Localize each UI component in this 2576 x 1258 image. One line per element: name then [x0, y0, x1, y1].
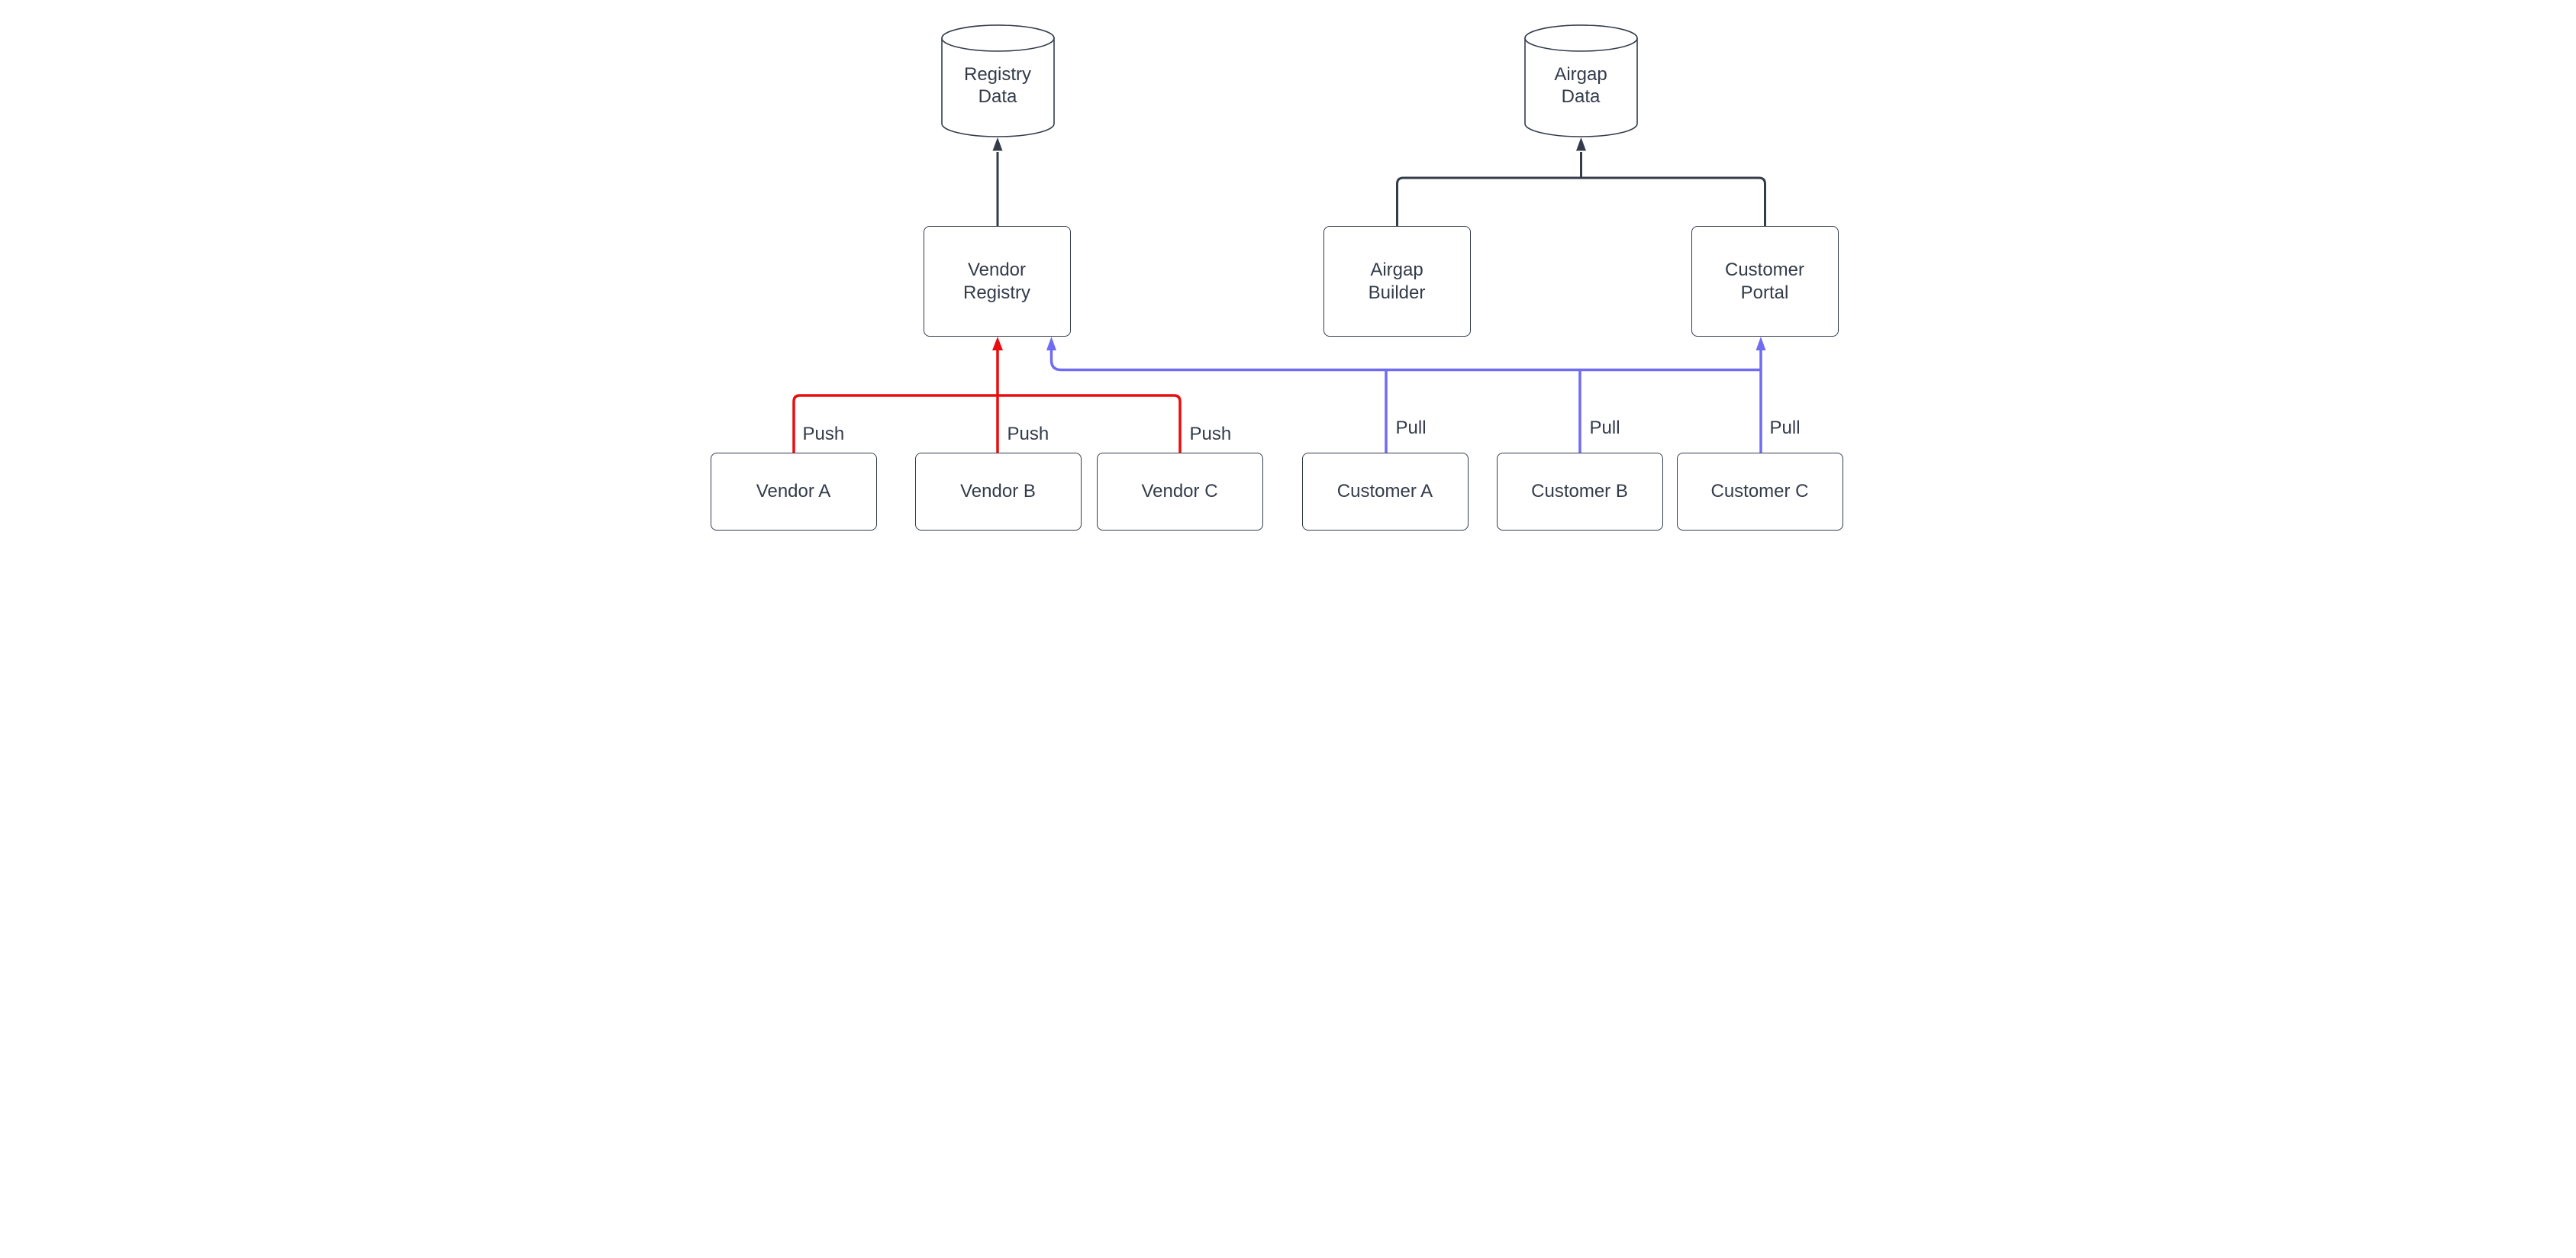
- registry-data-cylinder-top: [940, 24, 1055, 52]
- vendor-c-text: Vendor C: [1141, 481, 1218, 502]
- edge-label-pull-customer-a: Pull: [1395, 418, 1427, 438]
- airgap-data-cylinder: [1523, 24, 1638, 137]
- node-vendor-registry: Vendor Registry: [923, 226, 1071, 337]
- customer-b-text: Customer B: [1531, 481, 1628, 502]
- vendor-a-text: Vendor A: [756, 481, 831, 502]
- node-customer-c: Customer C: [1676, 453, 1843, 531]
- airgap-builder-text: Airgap Builder: [1368, 260, 1426, 303]
- customer-portal-text: Customer Portal: [1724, 260, 1805, 303]
- flowchart-canvas: Registry Data Airgap Data Vendor Registr…: [701, 0, 1875, 573]
- edge-builder-portal-trunk-line: [1395, 176, 1766, 226]
- edge-label-pull-customer-c: Pull: [1769, 418, 1801, 438]
- edge-push-trunk-line: [791, 394, 1182, 453]
- node-vendor-a: Vendor A: [710, 453, 877, 531]
- edge-pull-arrowhead-customer-portal: [1755, 337, 1765, 350]
- node-customer-a: Customer A: [1301, 453, 1469, 531]
- edge-pull-trunk-line: [1049, 350, 1761, 372]
- node-customer-b: Customer B: [1496, 453, 1663, 531]
- vendor-registry-text: Vendor Registry: [962, 260, 1031, 303]
- edge-vendor-registry-to-registry-data-arrowhead: [992, 137, 1002, 151]
- edge-pull-arrowhead-vendor-registry: [1046, 337, 1056, 350]
- node-vendor-c: Vendor C: [1096, 453, 1263, 531]
- vendor-b-text: Vendor B: [960, 481, 1036, 502]
- edge-label-push-vendor-b: Push: [1007, 424, 1049, 444]
- diagram-wires: [791, 24, 1766, 453]
- edge-label-pull-customer-b: Pull: [1589, 418, 1620, 438]
- edge-label-push-vendor-c: Push: [1189, 424, 1232, 444]
- node-customer-portal: Customer Portal: [1691, 226, 1839, 337]
- edge-label-push-vendor-a: Push: [802, 424, 845, 444]
- customer-c-text: Customer C: [1710, 481, 1809, 502]
- customer-a-text: Customer A: [1336, 481, 1433, 502]
- node-airgap-builder: Airgap Builder: [1323, 226, 1471, 337]
- registry-data-cylinder: [940, 24, 1055, 137]
- airgap-data-cylinder-top: [1523, 24, 1638, 52]
- edge-push-arrowhead: [991, 337, 1003, 350]
- node-vendor-b: Vendor B: [914, 453, 1082, 531]
- edge-to-airgap-data-arrowhead: [1575, 137, 1586, 151]
